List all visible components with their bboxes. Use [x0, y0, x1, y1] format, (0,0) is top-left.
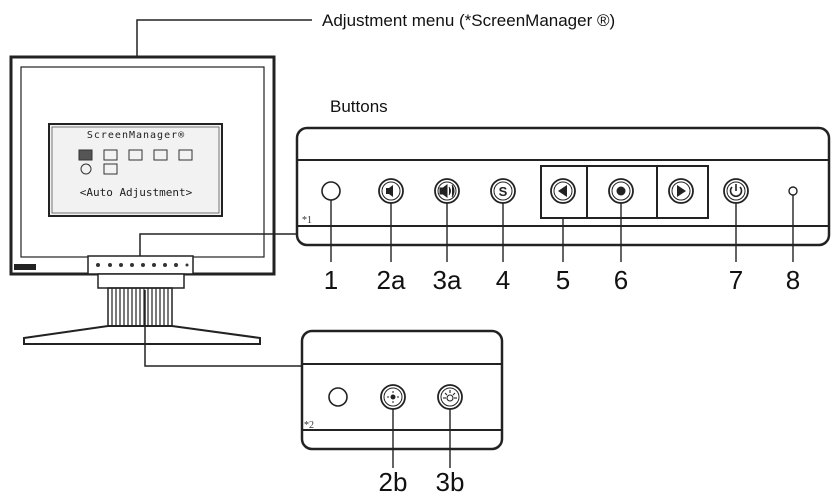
power-icon — [729, 184, 743, 198]
menu-icon-4 — [153, 149, 168, 161]
menu-icon-3 — [128, 149, 143, 161]
menu-icon-help — [80, 163, 92, 175]
menu-icon-5 — [178, 149, 193, 161]
screen-menu-subtitle: <Auto Adjustment> — [80, 186, 193, 199]
volume-down-button[interactable] — [378, 178, 404, 204]
right-arrow-icon — [677, 185, 686, 197]
menu-icons — [78, 149, 193, 175]
mode-icon: S — [499, 184, 508, 199]
left-arrow-button[interactable] — [550, 178, 576, 204]
button-panel-main: *1 S — [295, 126, 831, 295]
menu-icon-1 — [78, 149, 93, 161]
button-number-7: 7 — [729, 265, 743, 295]
left-arrow-icon — [558, 185, 567, 197]
monitor-stand — [23, 273, 261, 345]
panel1-number-leaders — [330, 195, 794, 262]
mode-button[interactable]: S — [490, 178, 516, 204]
button-number-1: 1 — [324, 265, 338, 295]
monitor: ScreenManager® <Auto Adjustment> — [9, 55, 276, 345]
footnote-1: *1 — [302, 215, 312, 226]
buttons-label: Buttons — [330, 97, 388, 116]
sensor-icon — [321, 181, 341, 201]
button-number-5: 5 — [556, 265, 570, 295]
screen-manager-menu: ScreenManager® <Auto Adjustment> — [48, 123, 223, 217]
brightness-down-button[interactable] — [380, 384, 406, 410]
panel2-number-leaders — [392, 409, 451, 468]
adjustment-menu-label: Adjustment menu (*ScreenManager ®) — [322, 11, 615, 30]
power-button[interactable] — [723, 178, 749, 204]
brightness-down-icon — [387, 391, 399, 403]
panel1-leader — [139, 233, 297, 256]
volume-down-icon — [386, 185, 393, 197]
sensor-icon — [328, 387, 348, 407]
button-number-8: 8 — [786, 265, 800, 295]
button-panel-alt: *2 2b 3b — [300, 329, 504, 496]
screen-menu-title: ScreenManager® — [87, 130, 185, 141]
panel2-leader — [144, 290, 302, 367]
brightness-up-icon — [443, 390, 457, 402]
monitor-mini-buttons — [96, 263, 189, 267]
brightness-up-button[interactable] — [437, 384, 463, 410]
footnote-2: *2 — [304, 420, 314, 431]
button-number-4: 4 — [496, 265, 510, 295]
right-arrow-button[interactable] — [668, 178, 694, 204]
enter-button[interactable] — [608, 178, 634, 204]
menu-icon-info — [103, 163, 118, 175]
enter-icon — [616, 186, 626, 196]
menu-icon-2 — [103, 149, 118, 161]
button-number-2b: 2b — [379, 467, 408, 496]
volume-up-icon — [439, 184, 455, 198]
button-number-3a: 3a — [433, 265, 462, 295]
button-number-2a: 2a — [377, 265, 406, 295]
power-indicator-icon — [788, 186, 798, 196]
button-number-6: 6 — [614, 265, 628, 295]
volume-up-button[interactable] — [434, 178, 460, 204]
button-number-3b: 3b — [436, 467, 465, 496]
brand-logo — [14, 264, 36, 270]
